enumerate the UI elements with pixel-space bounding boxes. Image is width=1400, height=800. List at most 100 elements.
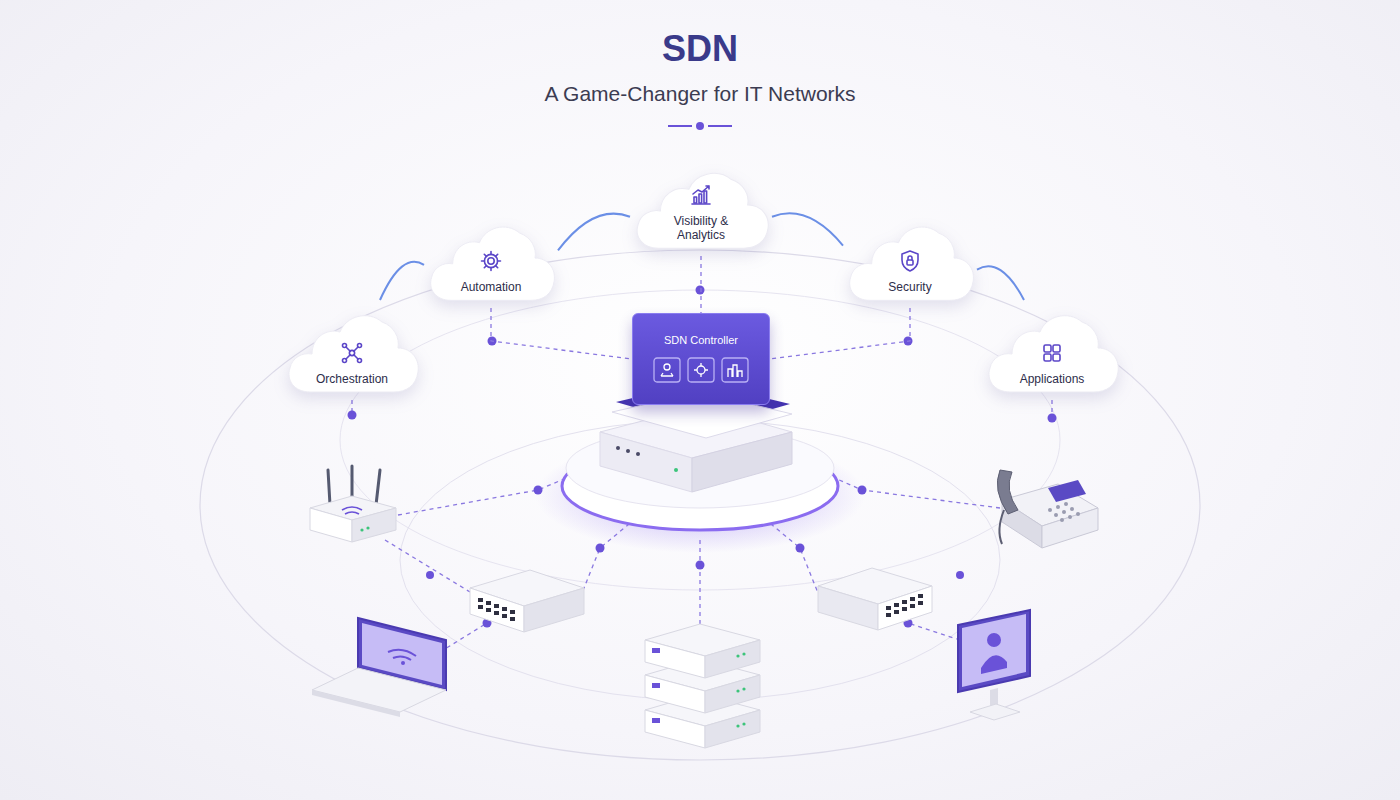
controller-pedestal xyxy=(616,446,620,450)
desk-phone xyxy=(1068,515,1072,519)
desk-phone xyxy=(1064,502,1068,506)
controller-icon xyxy=(721,357,749,383)
desk-phone xyxy=(1060,518,1064,522)
network-switch xyxy=(494,604,499,608)
cloud-shape xyxy=(989,316,1118,392)
cloud-shape xyxy=(637,173,768,248)
router-icon xyxy=(328,470,330,505)
control-link xyxy=(491,308,632,359)
flow-arc xyxy=(977,266,1024,300)
node-label: Visibility & Analytics xyxy=(658,214,744,242)
router-icon xyxy=(376,470,380,505)
desk-phone xyxy=(1042,508,1098,548)
desktop-monitor xyxy=(958,610,1030,692)
server-stack xyxy=(652,648,660,723)
desk-phone xyxy=(1048,502,1080,522)
network-switch xyxy=(818,586,878,630)
network-switch xyxy=(478,605,483,609)
server-stack xyxy=(652,683,660,688)
server-stack xyxy=(742,722,745,725)
diagram-title: SDN xyxy=(0,28,1400,70)
node-label: Security xyxy=(888,280,931,294)
server-stack xyxy=(705,675,760,713)
server-stack xyxy=(705,710,760,748)
controller-pedestal xyxy=(674,468,678,472)
network-switch xyxy=(894,603,899,607)
laptop-icon xyxy=(312,668,446,712)
cloud-icon xyxy=(898,249,922,273)
cloud-icon xyxy=(689,183,713,207)
network-switch xyxy=(902,607,907,611)
desk-phone xyxy=(999,510,1004,544)
server-stack xyxy=(645,675,705,713)
network-link xyxy=(352,400,1052,652)
network-switch xyxy=(894,610,899,614)
desk-phone xyxy=(1056,505,1060,509)
network-switch xyxy=(902,600,907,604)
link-dot xyxy=(348,286,1057,628)
title-divider xyxy=(696,122,704,130)
cloud-node: Security xyxy=(843,212,977,308)
server-stack xyxy=(705,640,760,678)
network-switch xyxy=(502,614,507,618)
cloud-node: Visibility & Analytics xyxy=(630,158,772,256)
network-switch xyxy=(510,610,515,614)
cloud-shape xyxy=(850,227,974,300)
title-divider xyxy=(708,125,732,127)
controller-icon xyxy=(687,357,715,383)
link-dot xyxy=(696,286,705,295)
controller-icon xyxy=(653,357,681,383)
desktop-monitor xyxy=(981,655,1007,674)
controller-pedestal xyxy=(636,452,640,456)
network-switch xyxy=(918,594,923,598)
network-switch xyxy=(478,598,483,602)
laptop-icon xyxy=(312,618,446,717)
network-switch xyxy=(470,570,584,632)
router-icon xyxy=(360,528,363,531)
link-dot xyxy=(1048,414,1057,423)
laptop-icon xyxy=(312,690,400,717)
network-switch xyxy=(494,611,499,615)
controller-pedestal xyxy=(692,432,792,492)
orbit-ring xyxy=(200,250,1200,760)
server-stack xyxy=(736,724,739,727)
diagram-caption: A Game-Changer for IT Networks xyxy=(0,81,1400,107)
network-switch xyxy=(910,597,915,601)
desktop-monitor xyxy=(962,614,1026,687)
cloud-icon xyxy=(479,249,503,273)
link-dot xyxy=(956,571,964,579)
control-link xyxy=(770,308,910,359)
cloud-node: Automation xyxy=(424,212,558,308)
laptop-icon xyxy=(388,650,416,660)
flow-arc xyxy=(558,214,630,251)
link-dot xyxy=(696,561,705,570)
controller-icons xyxy=(653,357,749,383)
title-divider xyxy=(668,125,692,127)
network-switch xyxy=(524,588,584,632)
router-icon xyxy=(342,507,362,514)
flow-arc xyxy=(380,262,424,300)
desk-phone xyxy=(1062,510,1066,514)
cloud-icon xyxy=(1040,341,1064,365)
orbit-ring xyxy=(340,290,1060,590)
router-icon xyxy=(366,526,369,529)
network-switch xyxy=(886,606,891,610)
cloud-node: Orchestration xyxy=(282,300,422,400)
desk-phone xyxy=(1048,480,1086,502)
server-stack xyxy=(736,654,739,657)
controller-panel: SDN Controller xyxy=(632,313,770,405)
node-label: Applications xyxy=(1020,372,1085,386)
network-switch xyxy=(878,586,932,630)
network-switch xyxy=(470,588,524,632)
server-stack xyxy=(645,710,705,748)
desk-phone xyxy=(1048,508,1052,512)
desktop-monitor xyxy=(958,610,1030,720)
node-label: SDN Controller xyxy=(664,334,738,347)
server-stack xyxy=(645,624,760,748)
cloud-node: Applications xyxy=(982,300,1122,400)
link-dot xyxy=(796,544,805,553)
server-stack xyxy=(736,689,739,692)
desktop-monitor xyxy=(970,704,1020,720)
orbit-ring xyxy=(200,250,1200,760)
